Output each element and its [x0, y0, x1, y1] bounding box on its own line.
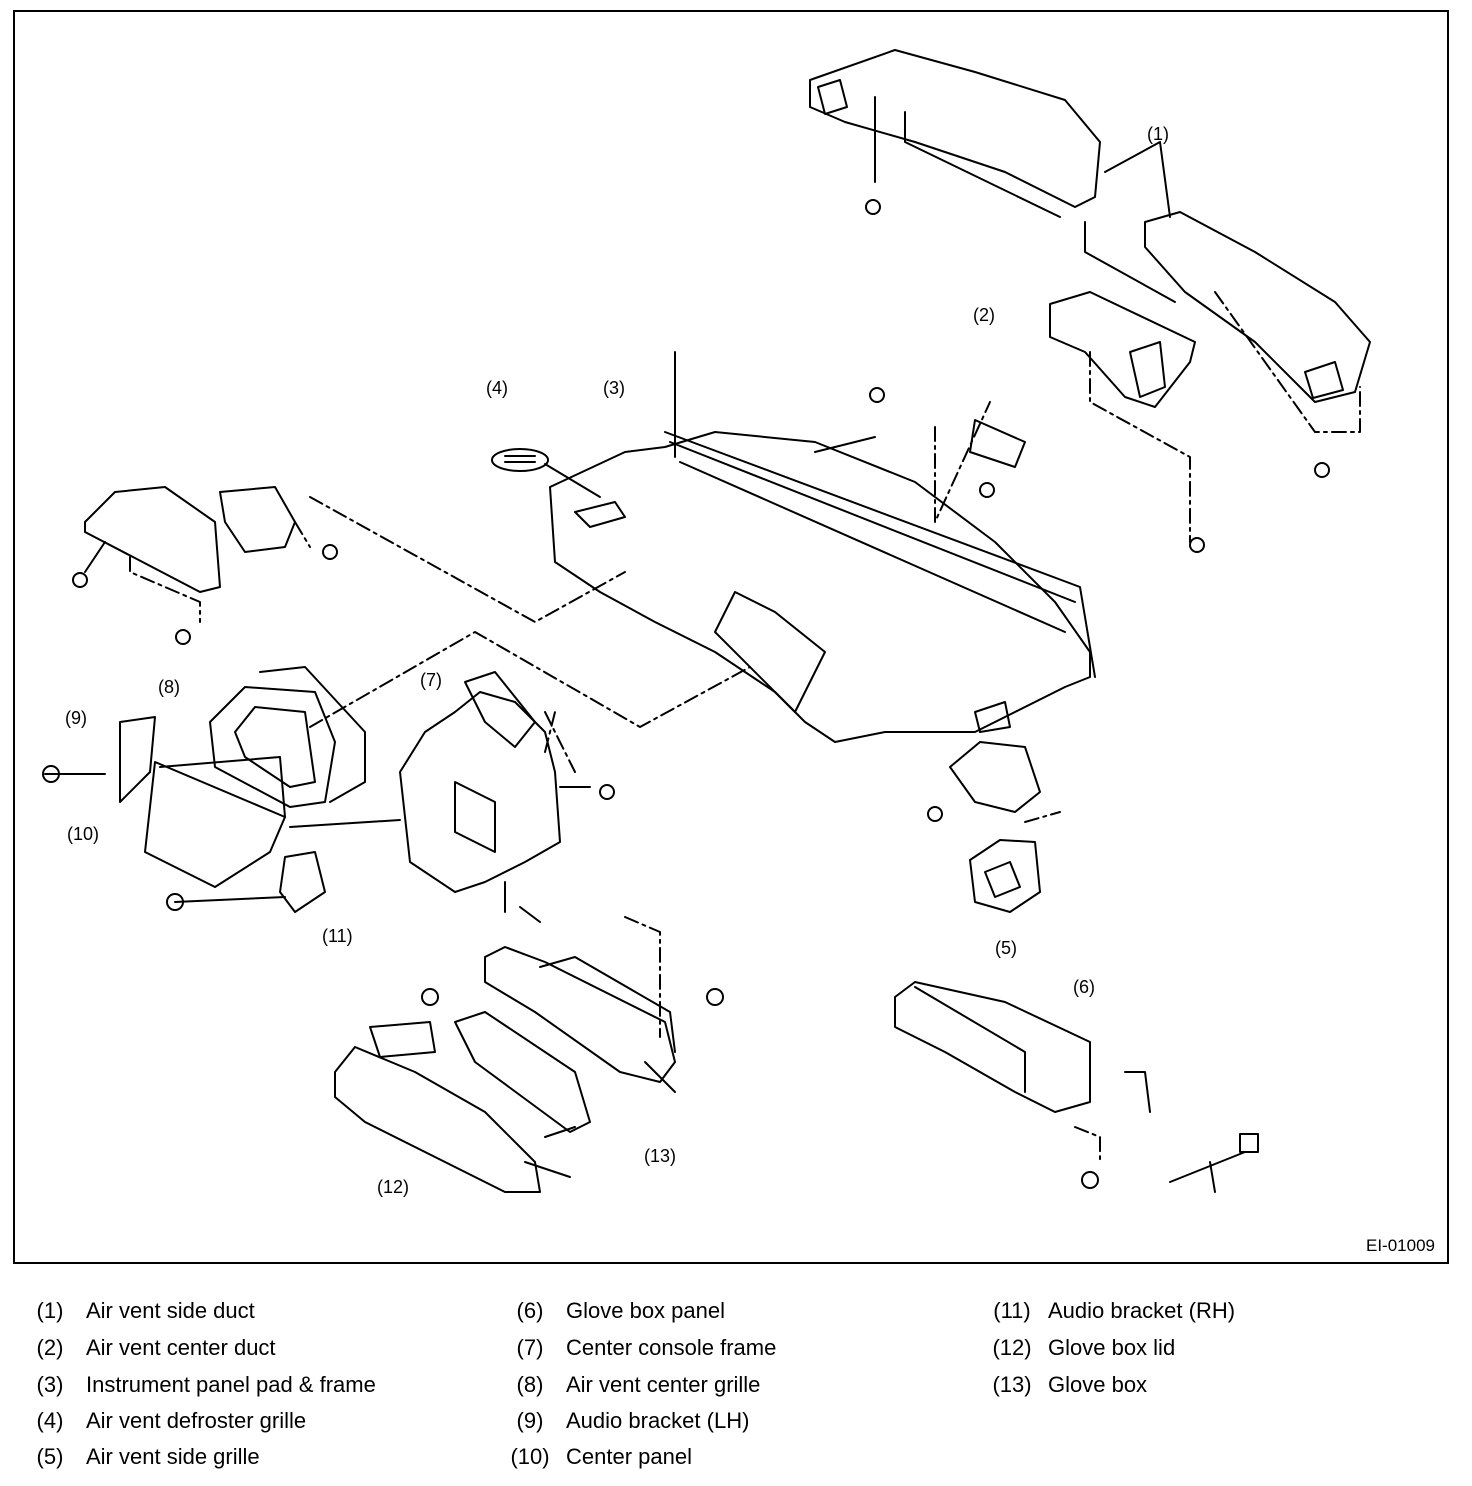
- legend-number: (1): [36, 1298, 64, 1323]
- legend-name: Center console frame: [566, 1335, 777, 1360]
- instrument-panel-pad-part: [549, 351, 1096, 813]
- legend-number: (5): [36, 1444, 64, 1469]
- callout-4: (4): [486, 378, 508, 398]
- legend-name: Glove box lid: [1048, 1335, 1176, 1360]
- legend-number: (9): [516, 1408, 544, 1433]
- glove-box-lid-part: [334, 988, 591, 1193]
- diagram-frame: (1) (2) (3) (4) (5) (6) (7) (8) (9) (10)…: [13, 10, 1449, 1264]
- center-panel-part: [144, 756, 401, 888]
- legend-number: (10): [510, 1444, 550, 1469]
- legend-name: Air vent center duct: [86, 1335, 276, 1360]
- callout-6: (6): [1073, 977, 1095, 997]
- callout-3: (3): [603, 378, 625, 398]
- legend-number: (13): [992, 1372, 1032, 1397]
- parts-legend: (1) Air vent side duct (2) Air vent center…: [0, 1292, 1472, 1482]
- legend-number: (12): [992, 1335, 1032, 1360]
- callout-7: (7): [420, 670, 442, 690]
- callout-13: (13): [644, 1146, 677, 1166]
- legend-name: Audio bracket (RH): [1048, 1298, 1236, 1323]
- audio-bracket-lh-part: [42, 716, 156, 803]
- exploded-parts-drawing: [42, 49, 1371, 1193]
- air-vent-defroster-grille-part: [491, 448, 601, 498]
- air-vent-center-grille-part: [209, 631, 751, 808]
- center-console-frame-part: [399, 671, 615, 923]
- glove-box-part: [484, 916, 724, 1093]
- legend-name: Air vent center grille: [566, 1372, 761, 1397]
- glove-box-panel-part: [894, 981, 1259, 1193]
- legend-number: (2): [36, 1335, 64, 1360]
- legend-number: (8): [516, 1372, 544, 1397]
- callout-2: (2): [973, 305, 995, 325]
- callout-5: (5): [995, 938, 1017, 958]
- legend-number: (11): [993, 1298, 1031, 1323]
- legend-number: (6): [516, 1298, 544, 1323]
- legend-name: Glove box panel: [566, 1298, 725, 1323]
- legend-name: Audio bracket (LH): [566, 1408, 750, 1433]
- callout-1: (1): [1147, 124, 1169, 144]
- legend-name: Air vent side duct: [86, 1298, 255, 1323]
- meter-visor-part: [84, 486, 626, 623]
- legend-number: (4): [36, 1408, 64, 1433]
- legend-number: (7): [516, 1335, 544, 1360]
- legend-name: Glove box: [1048, 1372, 1148, 1397]
- callout-11: (11): [322, 926, 353, 946]
- audio-bracket-rh-part: [166, 851, 326, 913]
- figure-code: EI-01009: [1366, 1236, 1435, 1255]
- air-vent-side-grille-part: [969, 811, 1061, 913]
- callout-10: (10): [67, 824, 100, 844]
- air-vent-center-duct-part: [1049, 291, 1196, 543]
- legend-name: Center panel: [566, 1444, 692, 1469]
- screws: [72, 199, 1330, 822]
- legend-name: Instrument panel pad & frame: [86, 1372, 376, 1397]
- legend-number: (3): [36, 1372, 64, 1397]
- callout-9: (9): [65, 708, 87, 728]
- legend-name: Air vent defroster grille: [86, 1408, 307, 1433]
- legend-name: Air vent side grille: [86, 1444, 260, 1469]
- callout-8: (8): [158, 677, 180, 697]
- callout-12: (12): [377, 1177, 410, 1197]
- air-vent-side-duct-part: [809, 49, 1371, 433]
